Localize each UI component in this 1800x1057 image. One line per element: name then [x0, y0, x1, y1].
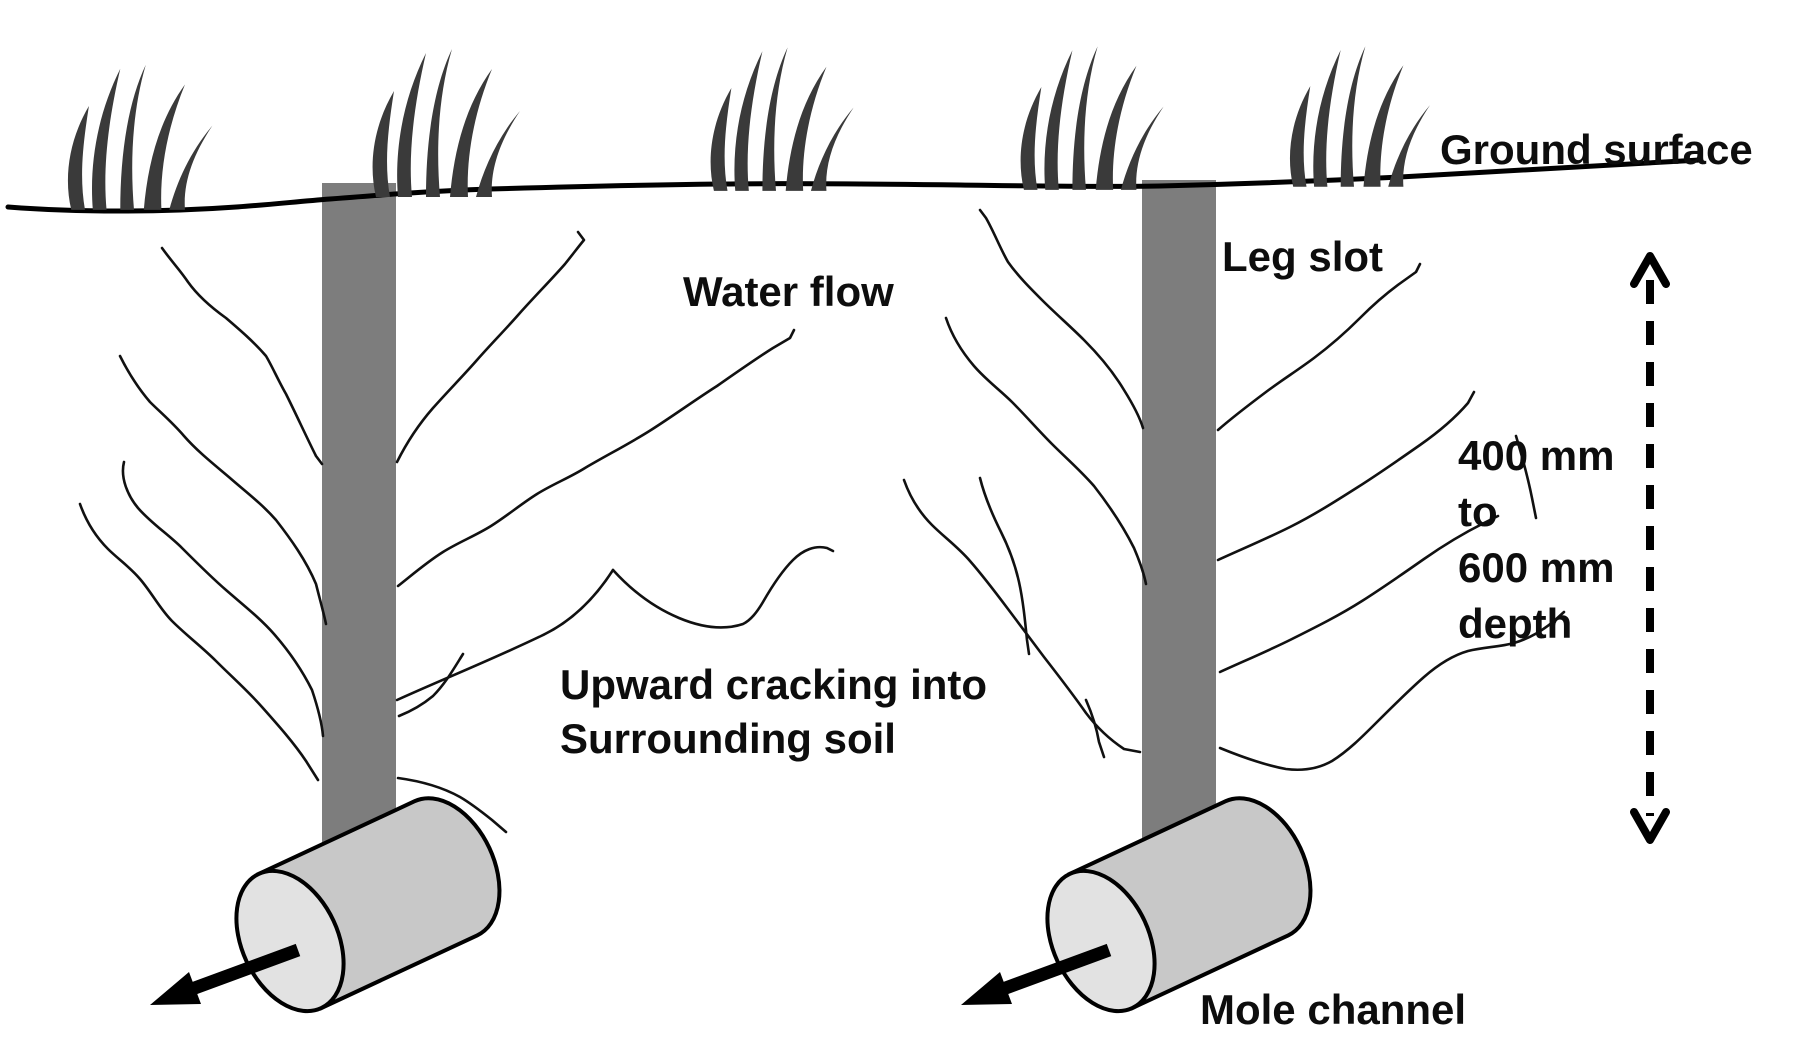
soil-cracks-right: [902, 208, 1566, 772]
arrow-down-chevron-icon: [1630, 808, 1670, 844]
grass-tuft-icon: [1020, 46, 1164, 190]
mole-channel-cylinder-right: [1045, 796, 1313, 1014]
ground-surface-label: Ground surface: [1440, 126, 1753, 173]
mole-channel-cylinder-left: [234, 796, 502, 1014]
grass-tuft-icon: [372, 49, 520, 197]
cylinder-front-face: [234, 868, 346, 1014]
leg-slot-bar-right: [1142, 180, 1216, 872]
leg-slot-bar-left: [322, 183, 396, 873]
upward-cracking-label-line1: Upward cracking into: [560, 661, 987, 708]
depth-label-line4: depth: [1458, 600, 1572, 647]
depth-extent-arrow: [1630, 252, 1670, 844]
flow-direction-arrow-left: [150, 943, 301, 1005]
arrow-up-chevron-icon: [1630, 252, 1670, 288]
upward-cracking-label-line2: Surrounding soil: [560, 715, 896, 762]
depth-label-line2: to: [1458, 488, 1498, 535]
depth-label-line1: 400 mm: [1458, 432, 1614, 479]
depth-label-line3: 600 mm: [1458, 544, 1614, 591]
water-flow-label: Water flow: [683, 268, 894, 315]
grass-tuft-icon: [710, 47, 854, 191]
grass-tuft-icon: [67, 64, 213, 210]
soil-cracks-left: [78, 230, 835, 834]
leg-slot-label: Leg slot: [1222, 233, 1383, 280]
cylinder-front-face: [1045, 868, 1157, 1014]
mole-channel-label: Mole channel: [1200, 986, 1466, 1033]
grass-tuft-icon: [1289, 46, 1430, 187]
flow-direction-arrow-right: [961, 943, 1112, 1005]
